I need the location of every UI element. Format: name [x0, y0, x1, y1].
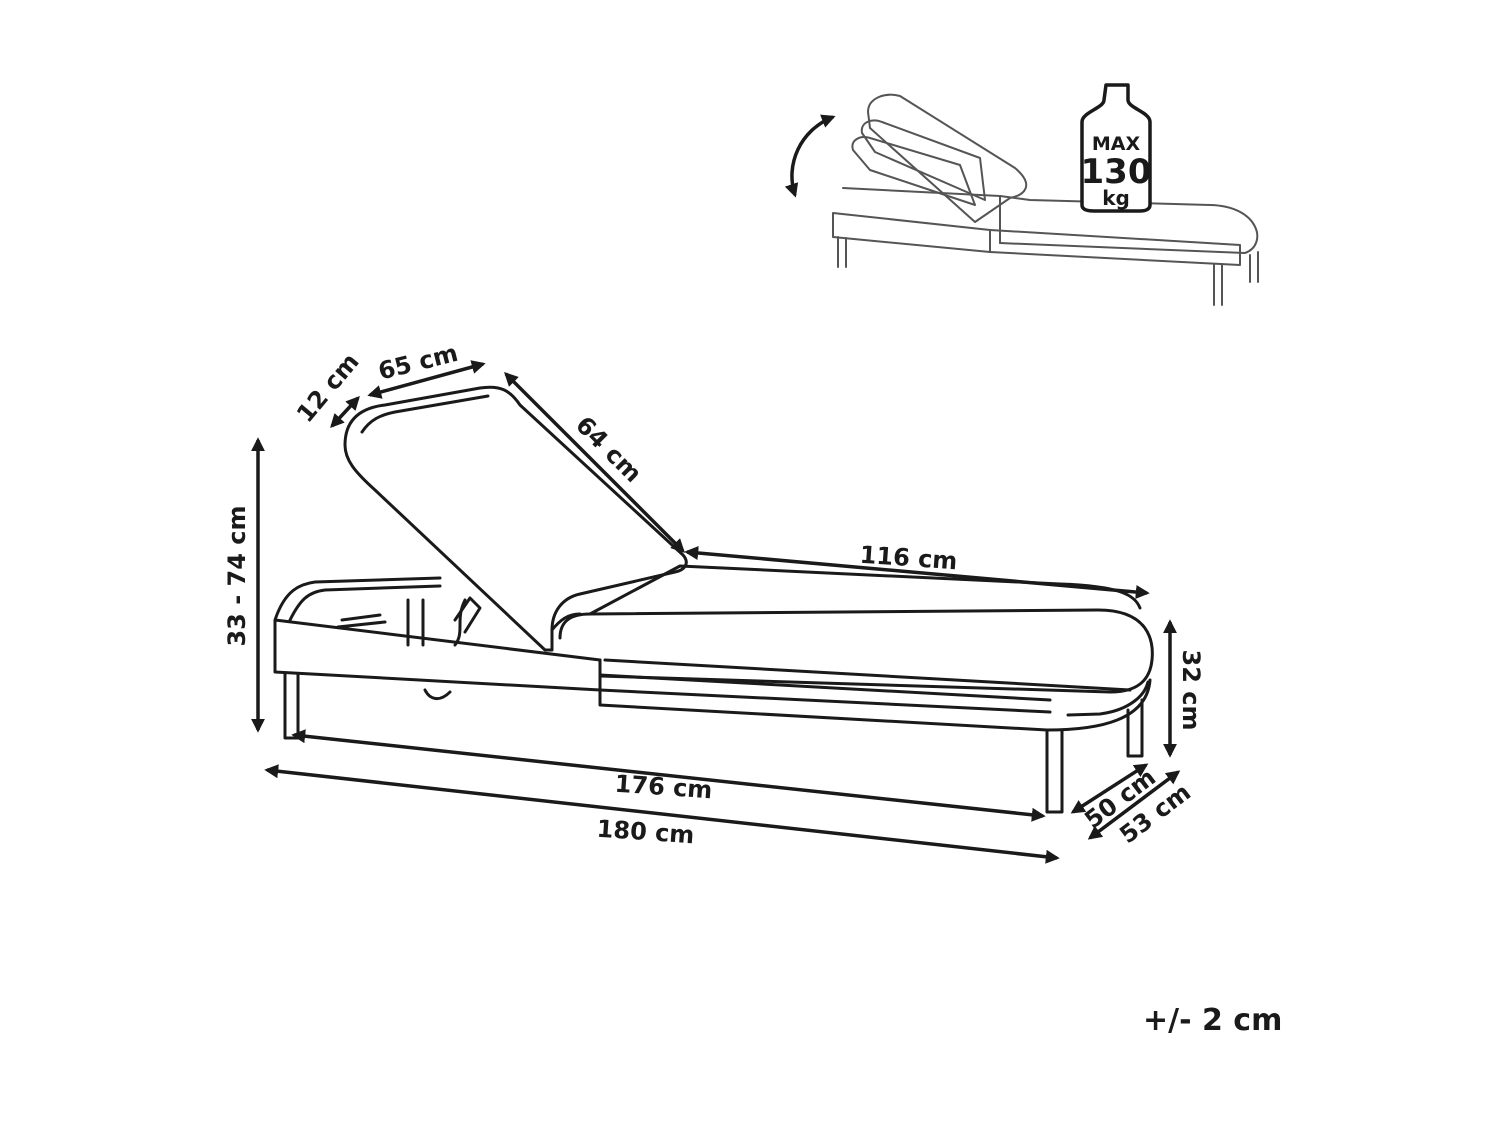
dimension-seat-height: 32 cm — [1177, 650, 1205, 731]
dimension-height-range: 33 - 74 cm — [223, 505, 251, 646]
weight-value: 130 — [1081, 152, 1152, 192]
adjustable-backrest-icon — [784, 93, 1259, 306]
dimension-total-length: 180 cm — [596, 815, 695, 850]
dimension-headrest-thickness: 12 cm — [291, 348, 365, 428]
dimension-seat-length: 116 cm — [859, 541, 958, 576]
lounger-drawing — [273, 385, 1154, 814]
tolerance-note: +/- 2 cm — [1143, 1003, 1283, 1038]
weight-icon: MAX 130 kg — [1080, 83, 1152, 213]
dimension-backrest-width: 65 cm — [375, 339, 460, 386]
dimension-frame-length: 176 cm — [614, 770, 713, 805]
dimension-arrows — [251, 360, 1181, 864]
weight-max-label: MAX — [1092, 133, 1141, 155]
weight-unit: kg — [1102, 186, 1130, 210]
